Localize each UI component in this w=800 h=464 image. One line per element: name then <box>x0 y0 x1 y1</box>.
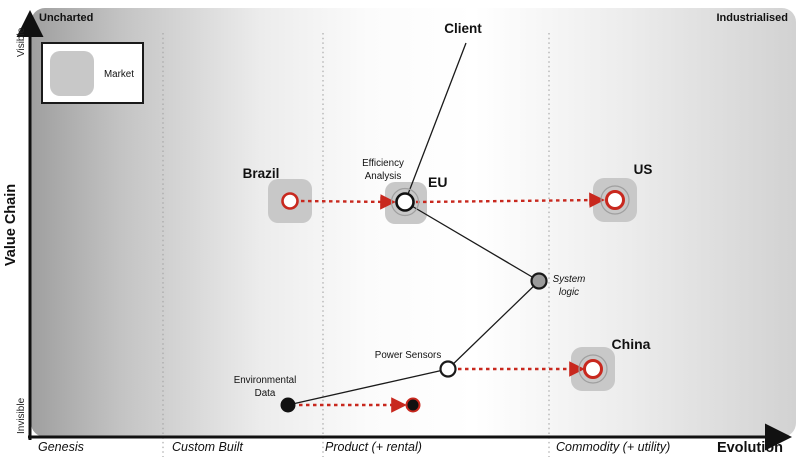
client-label: Client <box>444 21 482 36</box>
industrialised-label: Industrialised <box>716 12 788 24</box>
us-node <box>605 190 625 210</box>
power-sensors-node <box>439 360 457 378</box>
us-node-halo <box>600 185 630 215</box>
environmental-data-label-line2: Data <box>255 388 276 399</box>
eu-node <box>395 192 415 212</box>
environmental-data-node <box>280 397 296 413</box>
efficiency-analysis-label-line1: Efficiency <box>362 158 404 169</box>
china-label: China <box>612 336 651 352</box>
link-eu-system-logic <box>404 201 540 282</box>
us-label: US <box>634 162 653 177</box>
china-node-halo <box>578 354 608 384</box>
environmental-data-label-line1: Environmental <box>234 375 297 386</box>
system-logic-label-line2: logic <box>559 287 579 298</box>
link-client-eu <box>404 42 467 203</box>
x-axis-title: Evolution <box>717 440 783 456</box>
link-power-sensors-environmental-data <box>287 368 449 406</box>
system-logic-node <box>530 272 548 290</box>
china-node <box>583 359 603 379</box>
brazil-label: Brazil <box>243 166 280 181</box>
stage-label-commodity: Commodity (+ utility) <box>556 440 670 454</box>
stage-label-genesis: Genesis <box>38 440 84 454</box>
eu-node-halo <box>390 187 420 217</box>
brazil-node <box>281 192 299 210</box>
link-system-logic-power-sensors <box>447 280 540 370</box>
movement-arrow-eu-to-us <box>415 192 605 208</box>
legend-market-swatch <box>50 51 94 96</box>
y-axis-visible-label: Visible <box>16 27 27 57</box>
y-axis-title: Value Chain <box>3 184 19 266</box>
power-sensors-label: Power Sensors <box>375 350 442 361</box>
uncharted-label: Uncharted <box>39 12 93 24</box>
environmental-data-commodity-node <box>405 397 421 413</box>
stage-label-custom-built: Custom Built <box>172 440 243 454</box>
efficiency-analysis-label-line2: Analysis <box>365 171 402 182</box>
y-axis-invisible-label: Invisible <box>16 397 27 434</box>
legend-market-label: Market <box>104 69 134 80</box>
system-logic-label-line1: System <box>553 274 586 285</box>
movement-arrow-brazil-to-eu <box>300 194 396 210</box>
legend: Market <box>41 42 144 104</box>
stage-label-product: Product (+ rental) <box>325 440 422 454</box>
eu-label: EU <box>428 174 447 190</box>
